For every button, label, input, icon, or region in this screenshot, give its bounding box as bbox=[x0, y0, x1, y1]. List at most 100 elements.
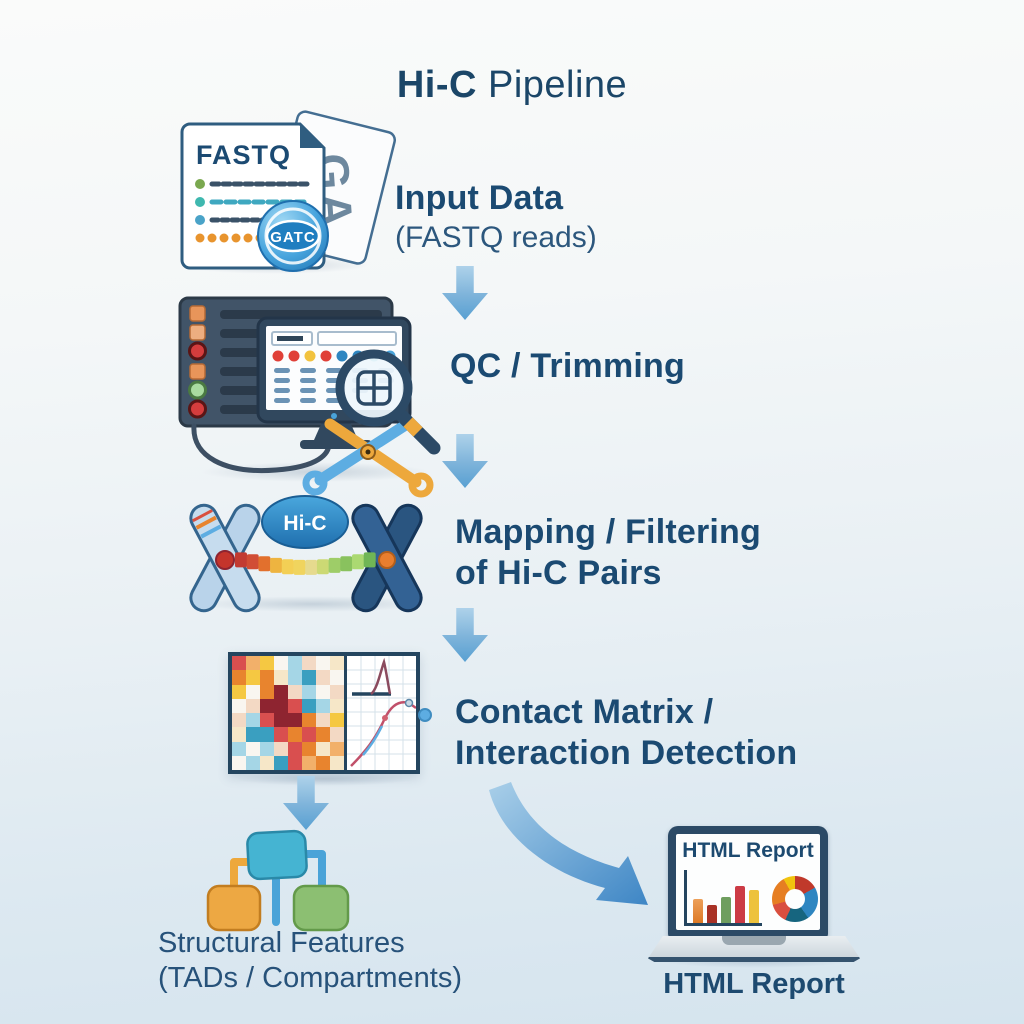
step-report-caption: HTML Report bbox=[663, 968, 845, 1000]
step-mapping-label: Mapping / Filtering of Hi-C Pairs bbox=[455, 512, 761, 594]
heatmap-cell bbox=[316, 727, 330, 742]
title-rest: Pipeline bbox=[476, 64, 628, 106]
heatmap-cell bbox=[316, 670, 330, 685]
heatmap-cell bbox=[316, 656, 330, 671]
step-mapping-title: Mapping / Filtering bbox=[455, 513, 761, 551]
heatmap-cell bbox=[274, 727, 288, 742]
bar-chart-icon bbox=[684, 870, 762, 926]
heatmap-cell bbox=[288, 670, 302, 685]
fastq-label: FASTQ bbox=[196, 140, 291, 170]
donut-chart-icon bbox=[772, 876, 818, 922]
heatmap-cell bbox=[232, 656, 246, 671]
heatmap-cell bbox=[274, 670, 288, 685]
centromere-left bbox=[215, 550, 235, 570]
heatmap-cell bbox=[330, 755, 344, 770]
bar bbox=[693, 899, 703, 923]
bar bbox=[735, 886, 745, 923]
heatmap-cell bbox=[246, 755, 260, 770]
step-input-title: Input Data bbox=[395, 179, 564, 217]
heatmap-cell bbox=[302, 698, 316, 713]
gatc-badge-label: GATC bbox=[270, 229, 315, 246]
step-structural-label: Structural Features (TADs / Compartments… bbox=[158, 926, 462, 996]
heatmap-cell bbox=[260, 713, 274, 728]
heatmap-cell bbox=[288, 741, 302, 756]
laptop-icon: HTML Report bbox=[648, 826, 860, 968]
heatmap-cell bbox=[246, 741, 260, 756]
heatmap-cell bbox=[302, 755, 316, 770]
down-arrow-icon-3 bbox=[442, 608, 488, 662]
heatmap-cell bbox=[302, 656, 316, 671]
step-matrix-title: Contact Matrix / bbox=[455, 693, 714, 731]
heatmap-cell bbox=[260, 698, 274, 713]
heatmap-cell bbox=[260, 741, 274, 756]
heatmap-cell bbox=[288, 755, 302, 770]
genomic-band bbox=[235, 552, 376, 575]
scissors-icon bbox=[302, 418, 434, 498]
heatmap-cell bbox=[260, 670, 274, 685]
tads-tree-icon bbox=[206, 829, 350, 932]
gatc-badge-icon: GATC bbox=[257, 200, 329, 272]
heatmap-cell bbox=[232, 741, 246, 756]
plot-endpoint-dot bbox=[418, 708, 432, 722]
step-mapping-subtitle: of Hi-C Pairs bbox=[455, 554, 662, 592]
heatmap-cell bbox=[316, 713, 330, 728]
heatmap-cell bbox=[274, 755, 288, 770]
step-matrix-label: Contact Matrix / Interaction Detection bbox=[455, 692, 797, 774]
heatmap-cell bbox=[246, 727, 260, 742]
chromosome-stripes bbox=[192, 509, 222, 539]
step-input-label: Input Data (FASTQ reads) bbox=[395, 178, 597, 257]
heatmap-cell bbox=[232, 713, 246, 728]
heatmap-cell bbox=[288, 727, 302, 742]
down-arrow-icon-2 bbox=[442, 434, 488, 488]
heatmap-cell bbox=[330, 727, 344, 742]
step-qc-title: QC / Trimming bbox=[450, 347, 685, 385]
heatmap-cell bbox=[260, 656, 274, 671]
heatmap-cell bbox=[288, 684, 302, 699]
heatmap-cell bbox=[316, 741, 330, 756]
matrix-shadow bbox=[235, 772, 415, 786]
heatmap-cell bbox=[260, 727, 274, 742]
laptop-notch bbox=[722, 936, 786, 945]
heatmap-cell bbox=[260, 755, 274, 770]
heatmap-cell bbox=[232, 755, 246, 770]
heatmap-cell bbox=[302, 741, 316, 756]
heatmap-cell bbox=[330, 656, 344, 671]
heatmap-cell bbox=[232, 670, 246, 685]
heatmap-cell bbox=[330, 741, 344, 756]
heatmap-cell bbox=[274, 741, 288, 756]
heatmap-cell bbox=[260, 684, 274, 699]
heatmap-cell bbox=[232, 684, 246, 699]
hic-badge-label: Hi-C bbox=[283, 512, 326, 535]
heatmap-cell bbox=[288, 656, 302, 671]
heatmap-cell bbox=[316, 684, 330, 699]
tree-node-right bbox=[292, 884, 350, 932]
heatmap-cell bbox=[274, 656, 288, 671]
heatmap-cell bbox=[330, 713, 344, 728]
heatmap-cell bbox=[274, 698, 288, 713]
heatmap-cell bbox=[302, 713, 316, 728]
heatmap-cell bbox=[246, 698, 260, 713]
heatmap-cell bbox=[330, 670, 344, 685]
page-title: Hi-C Pipeline bbox=[0, 64, 1024, 107]
laptop-screen: HTML Report bbox=[668, 826, 828, 938]
heatmap-cell bbox=[232, 727, 246, 742]
heatmap-cell bbox=[246, 684, 260, 699]
fastq-file-icon: GA FASTQ GATC bbox=[180, 110, 397, 272]
laptop-screen-content: HTML Report bbox=[676, 834, 820, 930]
down-arrow-icon-1 bbox=[442, 266, 488, 320]
centromere-right bbox=[378, 551, 396, 569]
hic-badge-icon: Hi-C bbox=[261, 495, 349, 549]
heatmap-cell bbox=[246, 656, 260, 671]
heatmap-cell bbox=[302, 670, 316, 685]
heatmap-cell bbox=[330, 698, 344, 713]
heatmap-cell bbox=[274, 684, 288, 699]
step-qc-label: QC / Trimming bbox=[450, 346, 685, 387]
cable bbox=[191, 423, 332, 474]
heatmap-cell bbox=[330, 684, 344, 699]
bar bbox=[721, 897, 731, 923]
step-structural-subtitle: (TADs / Compartments) bbox=[158, 962, 463, 994]
contact-heatmap bbox=[232, 656, 344, 770]
tree-node-left bbox=[206, 884, 262, 932]
bar bbox=[707, 905, 717, 923]
heatmap-cell bbox=[288, 698, 302, 713]
